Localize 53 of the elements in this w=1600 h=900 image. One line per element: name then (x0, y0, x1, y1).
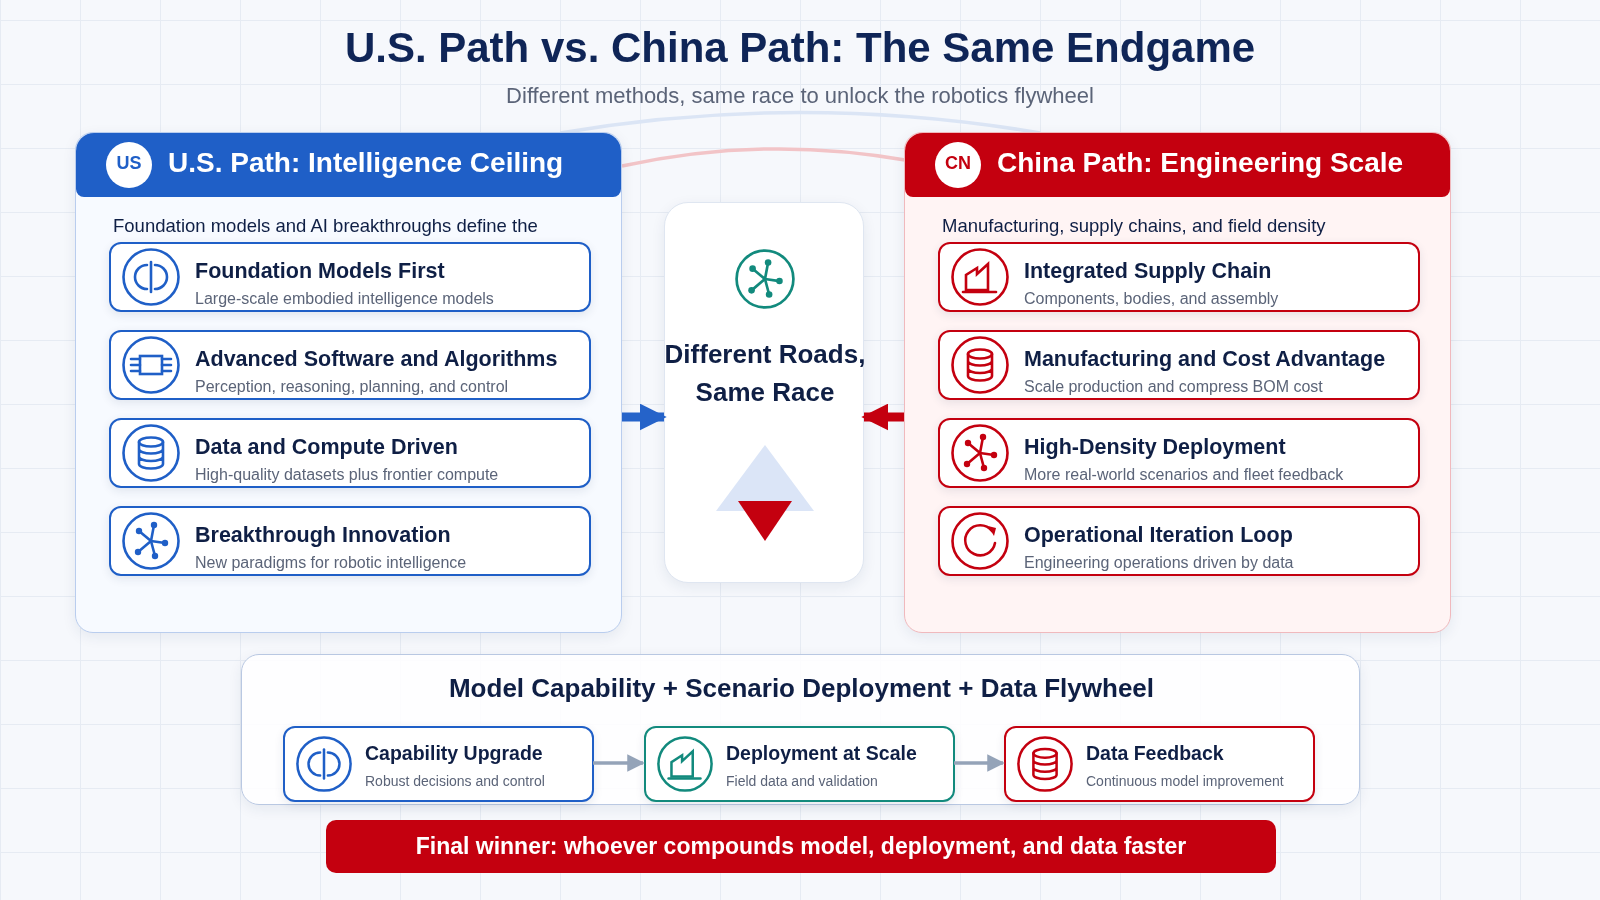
card (109, 418, 591, 488)
card-description: New paradigms for robotic intelligence (195, 554, 467, 572)
panel (241, 654, 1360, 805)
card (938, 506, 1420, 576)
card-description: Perception, reasoning, planning, and control (195, 378, 509, 396)
card (938, 418, 1420, 488)
card-title: Foundation Models First (195, 259, 445, 284)
title: U.S. Path vs. China Path: The Same Endgame (343, 24, 1257, 72)
panel-title: China Path: Engineering Scale (997, 147, 1404, 179)
center-title: Different Roads, Same Race (663, 338, 867, 409)
card-description: Components, bodies, and assembly (1024, 290, 1279, 308)
arrow (954, 754, 1005, 772)
connector-arc (621, 147, 906, 168)
card-title: Manufacturing and Cost Advantage (1024, 347, 1386, 372)
card-description: Large-scale embodied intelligence models (195, 290, 494, 308)
card-title: Integrated Supply Chain (1024, 259, 1272, 284)
arrow (622, 403, 667, 431)
card (644, 726, 955, 802)
card (1004, 726, 1315, 802)
card-title: Breakthrough Innovation (195, 523, 451, 548)
card-description: More real-world scenarios and fleet feedback (1024, 466, 1344, 484)
card (109, 506, 591, 576)
card-title: High-Density Deployment (1024, 435, 1286, 460)
panel-title: Model Capability + Scenario Deployment + Data Flywheel (447, 673, 1156, 704)
subtitle: Different methods, same race to unlock the robotics flywheel (505, 83, 1095, 109)
card-title: Data and Compute Driven (195, 435, 458, 460)
arrow (861, 403, 904, 431)
card (664, 202, 864, 583)
country-badge: US (106, 142, 152, 188)
country-badge: CN (935, 142, 981, 188)
conclusion-banner: Final winner: whoever compounds model, deployment, and data faster (326, 820, 1276, 873)
card (109, 242, 591, 312)
panel (75, 132, 622, 633)
card-description: Continuous model improvement (1086, 773, 1284, 789)
card (283, 726, 594, 802)
card-title: Capability Upgrade (365, 742, 543, 765)
card-description: Scale production and compress BOM cost (1024, 378, 1323, 396)
card (938, 330, 1420, 400)
card (109, 330, 591, 400)
card-title: Operational Iteration Loop (1024, 523, 1293, 548)
card-description: Robust decisions and control (365, 773, 545, 789)
card (938, 242, 1420, 312)
panel-intro: Foundation models and AI breakthroughs define the (113, 215, 538, 237)
panel (904, 132, 1451, 633)
card-description: Field data and validation (726, 773, 878, 789)
panel-intro: Manufacturing, supply chains, and field density (942, 215, 1326, 237)
card-description: High-quality datasets plus frontier compute (195, 466, 499, 484)
arrow (593, 754, 645, 772)
card-title: Advanced Software and Algorithms (195, 347, 558, 372)
card-title: Data Feedback (1086, 742, 1224, 765)
card-description: Engineering operations driven by data (1024, 554, 1294, 572)
card-title: Deployment at Scale (726, 742, 917, 765)
panel-title: U.S. Path: Intelligence Ceiling (168, 147, 564, 179)
